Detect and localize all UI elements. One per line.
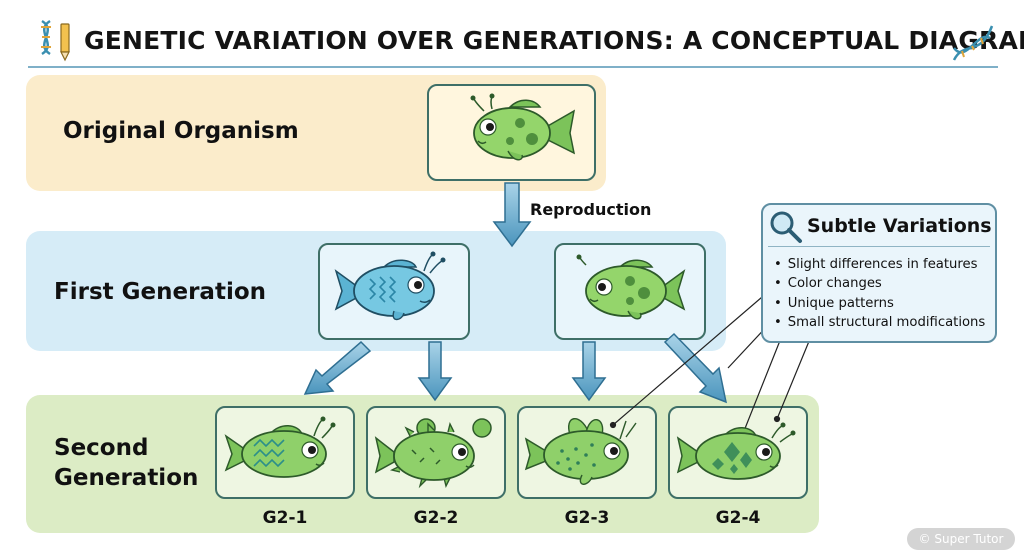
g2-label-2: G2-2 bbox=[413, 508, 459, 528]
variations-list: Slight differences in features Color cha… bbox=[774, 255, 986, 332]
fish-icon bbox=[576, 254, 686, 320]
reproduction-label: Reproduction bbox=[530, 200, 652, 219]
g2-label-3: G2-3 bbox=[564, 508, 610, 528]
fish-icon bbox=[374, 418, 492, 489]
magnifier-icon bbox=[770, 211, 802, 243]
variation-item: Color changes bbox=[774, 274, 985, 293]
variation-item: Slight differences in features bbox=[774, 255, 985, 274]
fish-icon bbox=[676, 422, 796, 480]
dna-icon bbox=[952, 25, 994, 61]
fish-icon bbox=[334, 251, 446, 321]
fish-icon bbox=[524, 418, 637, 485]
arrow-to-g2-1 bbox=[303, 340, 372, 395]
arrow-to-g2-3 bbox=[571, 341, 607, 402]
variation-item: Unique patterns bbox=[774, 294, 985, 313]
row-label-original: Original Organism bbox=[63, 118, 299, 144]
variations-divider bbox=[768, 246, 990, 247]
arrow-to-g2-2 bbox=[417, 341, 453, 402]
fish-icon bbox=[470, 93, 576, 161]
variations-title: Subtle Variations bbox=[807, 215, 992, 237]
reproduction-arrow bbox=[492, 182, 532, 248]
dna-pencil-icon bbox=[41, 19, 70, 62]
arrow-to-g2-4 bbox=[663, 332, 728, 404]
page-title: GENETIC VARIATION OVER GENERATIONS: A CO… bbox=[84, 26, 1024, 55]
g2-label-4: G2-4 bbox=[715, 508, 761, 528]
row-label-first: First Generation bbox=[54, 279, 266, 305]
row-label-second: Second Generation bbox=[54, 435, 199, 491]
g2-label-1: G2-1 bbox=[262, 508, 308, 528]
title-divider bbox=[28, 66, 998, 68]
fish-icon bbox=[224, 416, 336, 478]
watermark: © Super Tutor bbox=[907, 528, 1015, 550]
variation-item: Small structural modifications bbox=[774, 313, 986, 332]
